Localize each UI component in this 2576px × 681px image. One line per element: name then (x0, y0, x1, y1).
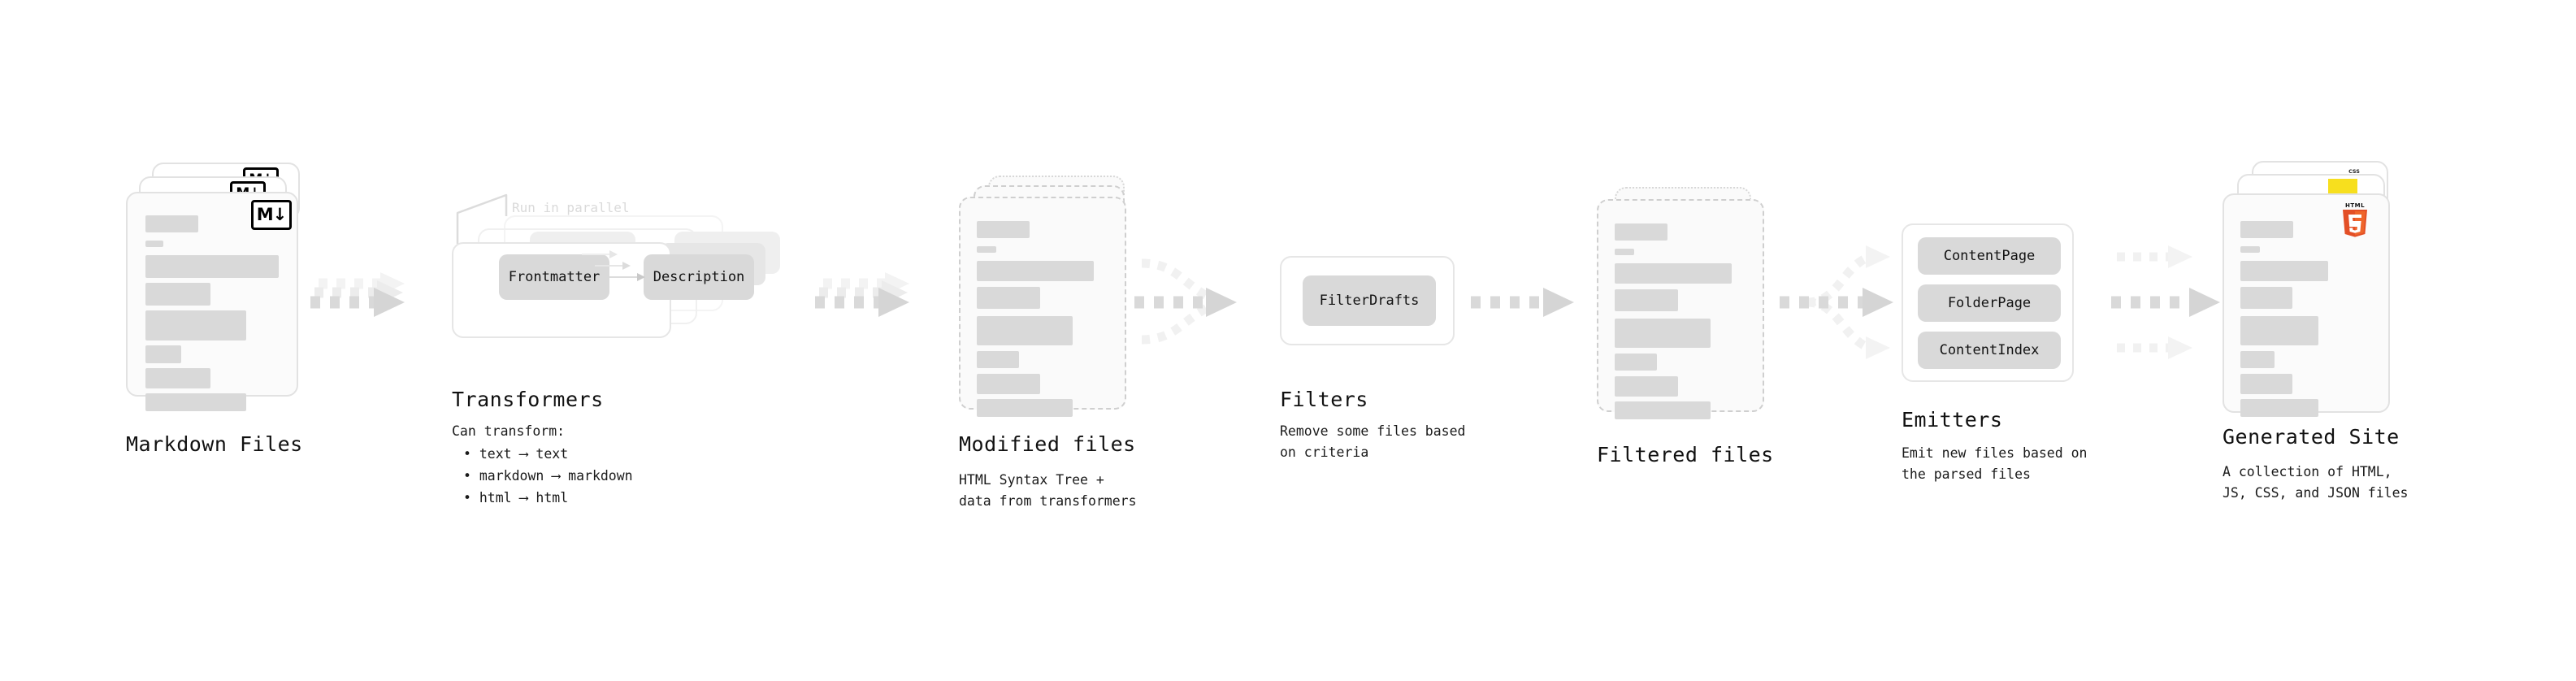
skel-line (2240, 287, 2292, 309)
skel-line (2240, 246, 2260, 253)
skel-line (1615, 401, 1711, 419)
filters-chip-filterdrafts[interactable]: FilterDrafts (1303, 275, 1436, 326)
skel-line (2240, 399, 2318, 417)
transformers-subtitle: Can transform: (452, 423, 566, 439)
transformers-bullet-1: • markdown ⟶ markdown (463, 468, 633, 484)
transformer-chip-description[interactable]: Description (644, 254, 754, 300)
skel-line (2240, 221, 2293, 238)
arrow-modified-to-filters (1134, 258, 1237, 345)
filtered-sheet-front (1597, 199, 1764, 419)
skel-line (145, 368, 210, 388)
skel-line (145, 393, 246, 411)
generated-site-title: Generated Site (2223, 425, 2400, 449)
skel-line (977, 351, 1019, 368)
emitters-chip-folderpage[interactable]: FolderPage (1918, 284, 2061, 322)
skel-line (1615, 319, 1711, 348)
filters-chip-filterdrafts-label: FilterDrafts (1319, 293, 1420, 309)
skel-line (1615, 249, 1634, 255)
modified-sheet-front (959, 197, 1126, 417)
skel-line (977, 246, 996, 253)
emitters-chip-contentindex-label: ContentIndex (1939, 342, 2040, 358)
skel-line (2240, 374, 2292, 394)
emitters-chip-contentindex[interactable]: ContentIndex (1918, 332, 2061, 369)
transformer-chip-frontmatter-label: Frontmatter (508, 269, 601, 285)
run-in-parallel-label: Run in parallel (512, 200, 630, 215)
skel-line (977, 221, 1030, 238)
skel-line (1615, 289, 1678, 311)
skel-line (145, 345, 181, 363)
arrow-filtered-to-emitters (1780, 245, 1893, 359)
skel-line (145, 255, 279, 278)
transformer-inner-arrows (582, 250, 645, 281)
arrow-emitters-to-site (2111, 245, 2220, 359)
skel-line (1615, 263, 1732, 284)
transformers-bullet-0: • text ⟶ text (463, 446, 569, 462)
generated-site-subtitle: A collection of HTML, JS, CSS, and JSON … (2223, 464, 2409, 501)
emitters-subtitle: Emit new files based on the parsed files (1902, 445, 2088, 482)
transformers-bullet-2: • html ⟶ html (463, 490, 569, 505)
skel-line (977, 399, 1073, 417)
skel-line (145, 215, 198, 232)
svg-text:HTML: HTML (2345, 202, 2365, 209)
skel-line (977, 316, 1073, 345)
skel-line (145, 241, 163, 247)
transformer-chip-description-label: Description (653, 269, 745, 285)
emitters-chip-folderpage-label: FolderPage (1947, 295, 2032, 311)
skel-line (145, 310, 246, 340)
modified-files-title: Modified files (959, 432, 1136, 456)
skel-line (145, 283, 210, 306)
skel-line (2240, 351, 2275, 368)
skel-line (2240, 261, 2328, 281)
arrow-markdown-to-transformers (310, 272, 405, 317)
svg-text:CSS: CSS (2348, 168, 2360, 175)
emitters-chip-contentpage[interactable]: ContentPage (1918, 237, 2061, 275)
skel-line (1615, 223, 1667, 241)
transformer-chip-frontmatter[interactable]: Frontmatter (499, 254, 609, 300)
skel-line (977, 261, 1094, 281)
skel-line (977, 374, 1040, 394)
skel-line (2240, 316, 2318, 345)
emitters-title: Emitters (1902, 408, 2003, 432)
transformers-title: Transformers (452, 388, 604, 411)
html5-shield-icon: HTML (2343, 202, 2367, 237)
emitters-chip-contentpage-label: ContentPage (1943, 248, 2036, 264)
skel-line (1615, 376, 1678, 397)
skel-line (977, 287, 1040, 309)
arrow-transformers-to-modified (815, 272, 909, 317)
emitters-box: ContentPage FolderPage ContentIndex (1902, 223, 2074, 382)
filters-title: Filters (1280, 388, 1368, 411)
filtered-files-title: Filtered files (1597, 443, 1774, 466)
modified-files-subtitle: HTML Syntax Tree + data from transformer… (959, 472, 1137, 509)
arrow-filters-to-filtered (1471, 288, 1574, 317)
skel-line (1615, 354, 1657, 371)
markdown-files-title: Markdown Files (126, 432, 303, 456)
filters-subtitle: Remove some files based on criteria (1280, 423, 1466, 460)
js-badge-icon (2328, 179, 2357, 197)
markdown-sheet-front (126, 192, 298, 411)
filters-box: FilterDrafts (1280, 256, 1455, 345)
markdown-badge-front: M↓ (251, 200, 292, 230)
